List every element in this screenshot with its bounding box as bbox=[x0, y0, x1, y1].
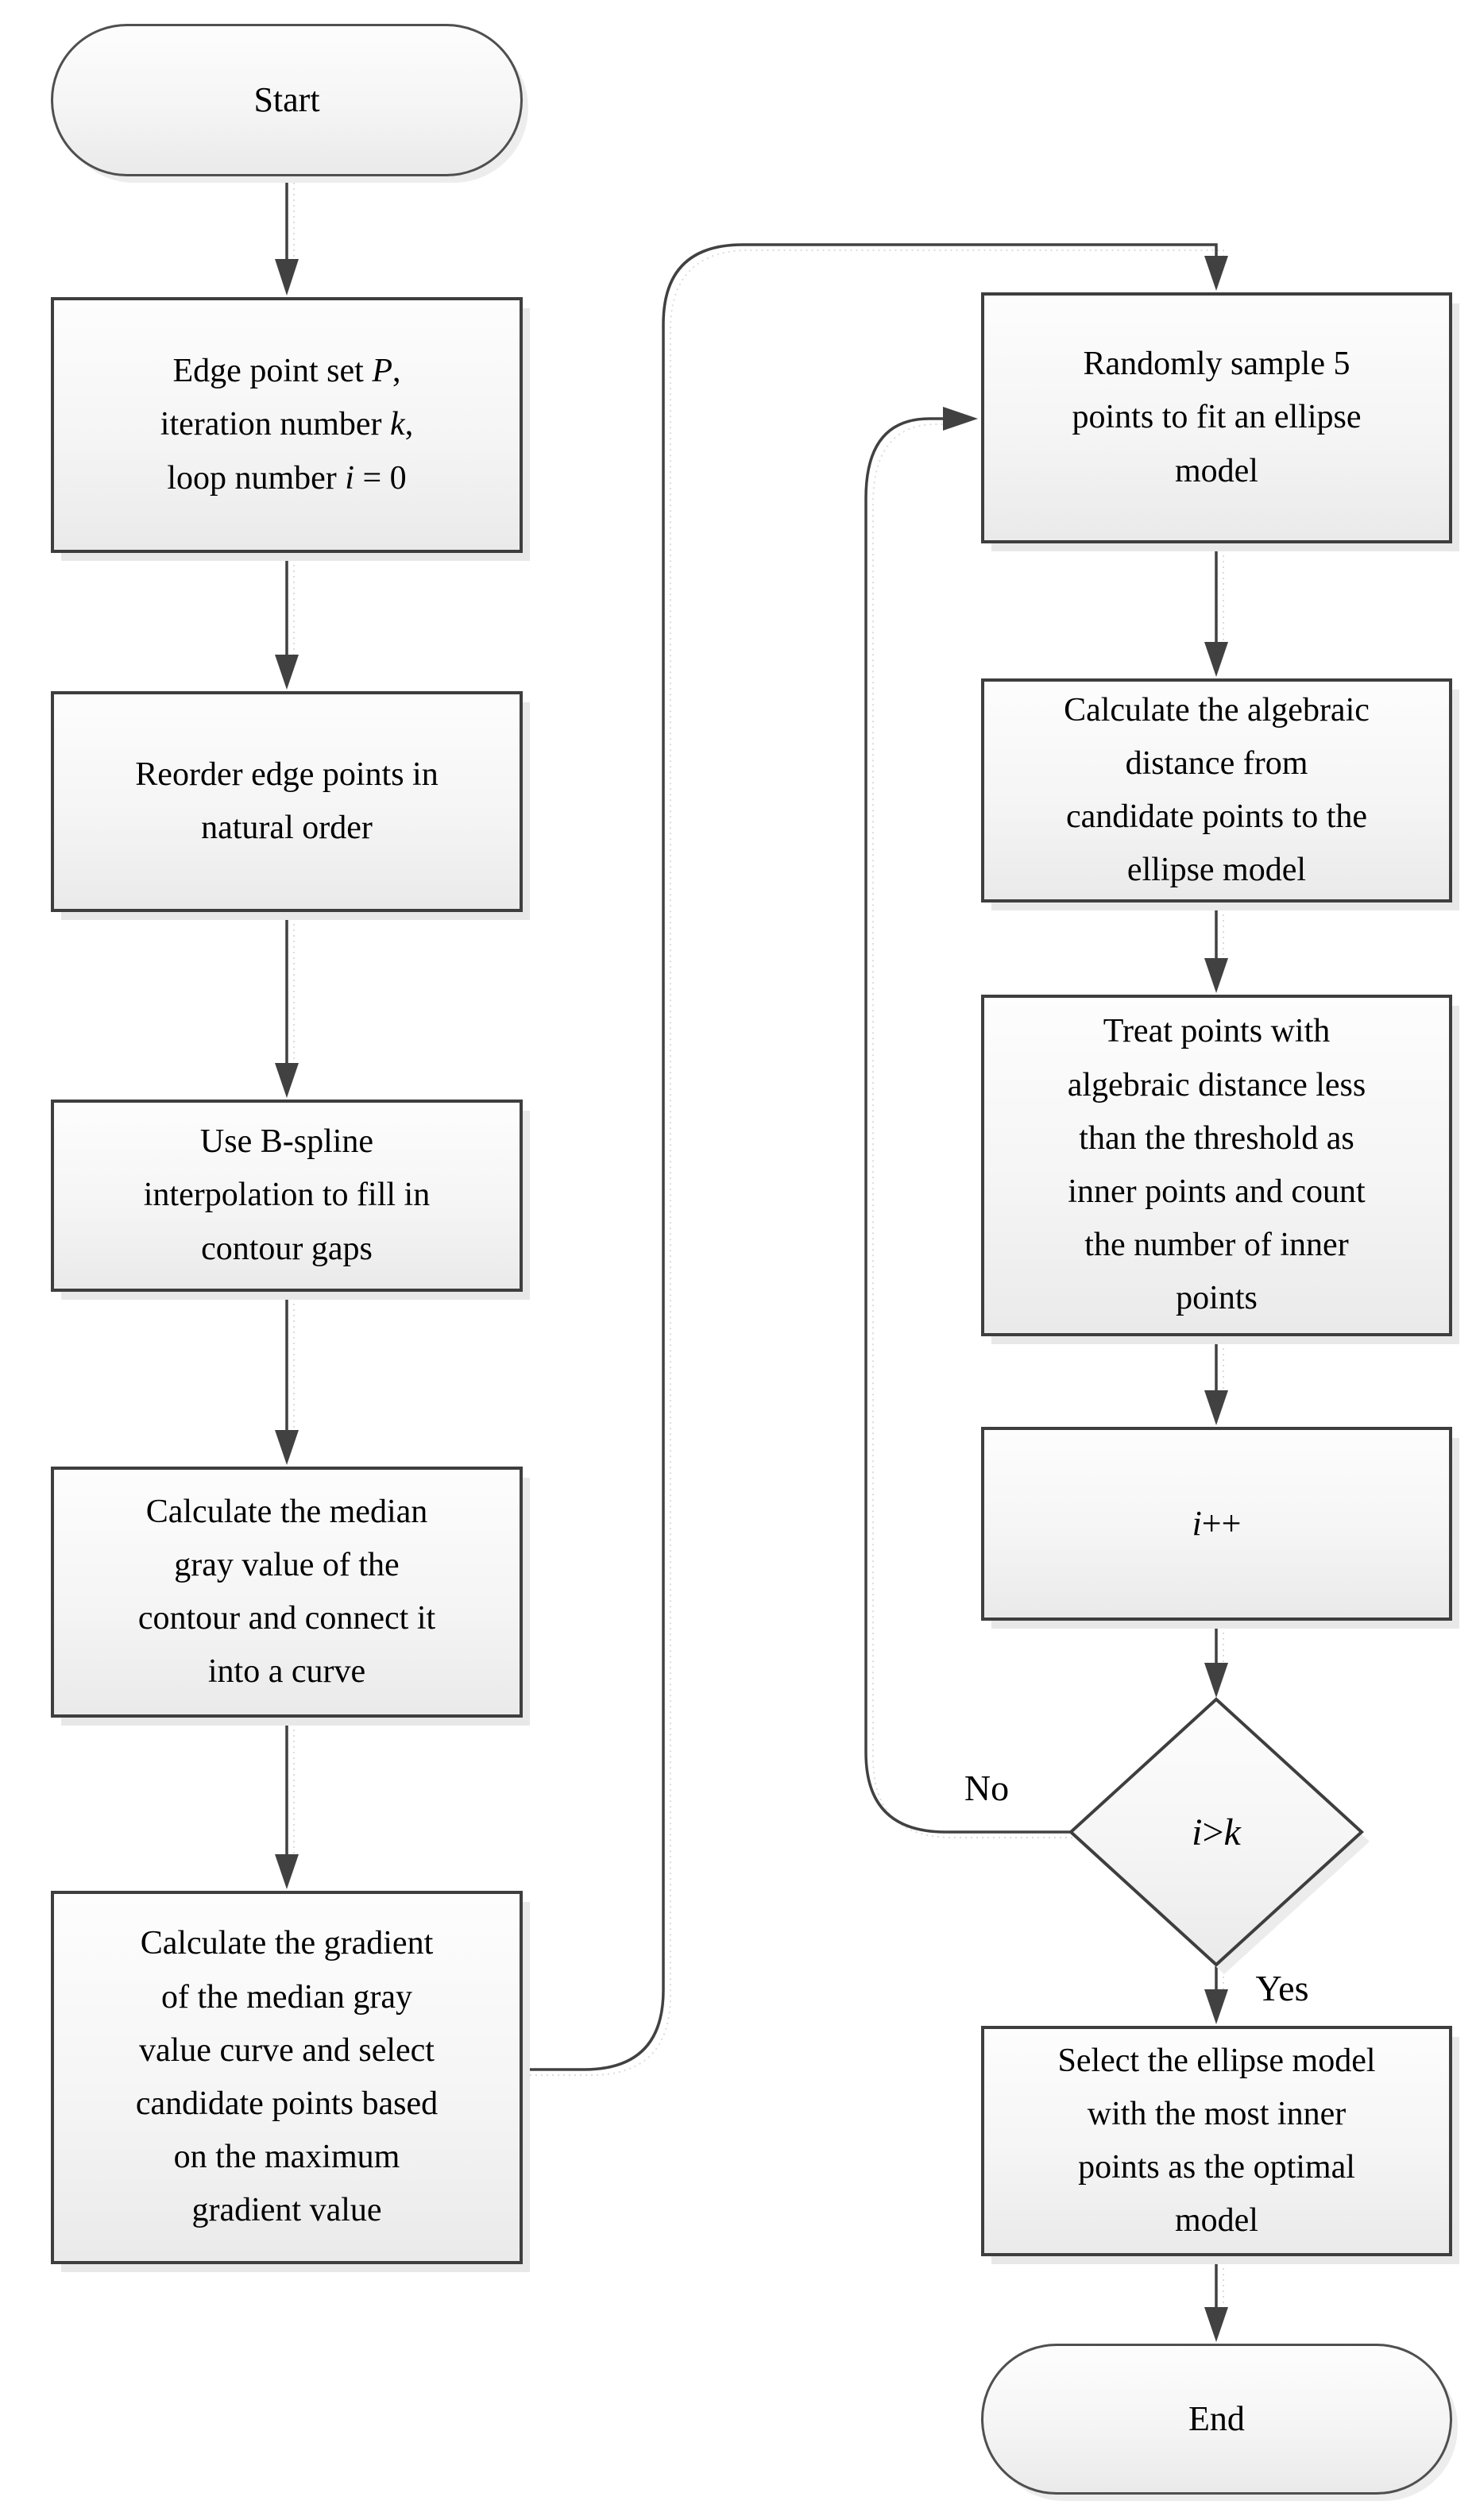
start-node: Start bbox=[51, 24, 523, 176]
node-label: Edge point set P,iteration number k,loop… bbox=[160, 353, 414, 497]
connector-shadows bbox=[293, 183, 1224, 2312]
node-label: i>k bbox=[1192, 1811, 1241, 1853]
no-edge-label: No bbox=[964, 1767, 1010, 1808]
connector-lines bbox=[275, 178, 1228, 2342]
node-label: i++ bbox=[1192, 1503, 1242, 1543]
decision-label: i>k bbox=[1097, 1803, 1335, 1861]
yes-edge-label: Yes bbox=[1255, 1967, 1309, 2008]
end-node: End bbox=[981, 2344, 1452, 2495]
decision-node bbox=[1068, 1697, 1370, 1974]
init-node: Edge point set P,iteration number k,loop… bbox=[51, 297, 523, 553]
increment-node: i++ bbox=[981, 1427, 1452, 1621]
decision-diamond bbox=[1068, 1697, 1364, 1967]
